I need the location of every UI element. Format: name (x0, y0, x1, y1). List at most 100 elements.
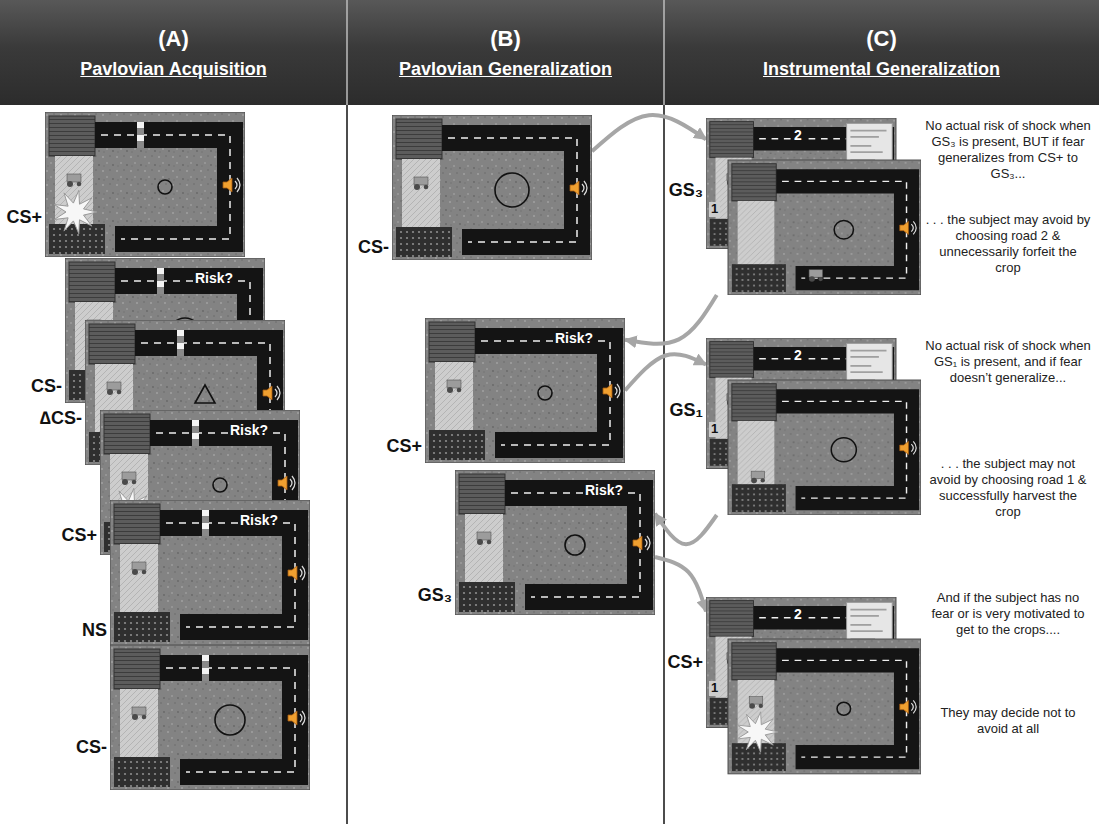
condition-label: GS₃ (418, 585, 452, 606)
tractor-icon (107, 382, 121, 395)
condition-label: NS (82, 620, 107, 641)
road-barrier (202, 530, 209, 537)
speaker-shape (223, 178, 232, 192)
sound-wave (615, 387, 617, 395)
sound-wave (645, 539, 647, 547)
tractor-wheel (477, 539, 483, 545)
column-title: Instrumental Generalization (763, 59, 1000, 80)
farm-path (435, 362, 473, 432)
sound-wave (302, 711, 305, 725)
annotation-note: . . . the subject may not avoid by choos… (925, 456, 1091, 519)
flow-arrow (592, 115, 706, 151)
condition-label: CS- (31, 376, 62, 397)
screen-illustration (706, 597, 921, 777)
crop-field (459, 582, 515, 612)
road-markings (782, 401, 906, 498)
road-barrier (177, 343, 184, 350)
farm-path (120, 544, 158, 614)
task-screen: CS+ (45, 112, 245, 257)
choice-line (850, 371, 882, 373)
sound-icon (603, 384, 620, 398)
sound-wave (647, 536, 650, 550)
screen-illustration (706, 338, 921, 515)
tractor-wheel (132, 714, 138, 720)
cue-circle (834, 220, 853, 239)
annotation-note: No actual risk of shock when GS₁ is pres… (925, 338, 1091, 386)
ground (425, 318, 625, 463)
farm-house (732, 643, 776, 680)
road-barrier (177, 330, 184, 337)
choice-line (850, 130, 886, 132)
farm-path (120, 689, 158, 759)
speaker-shape (603, 384, 612, 398)
farm-house (396, 119, 442, 159)
road-markings (166, 668, 295, 772)
choice-line (850, 136, 879, 138)
outcome-frame (728, 160, 921, 295)
task-screen: CS+Risk? (425, 318, 625, 463)
farm-house (89, 324, 135, 364)
speaker-shape (900, 700, 909, 713)
condition-label: GS₁ (670, 400, 703, 421)
tractor-body (749, 697, 763, 704)
tractor-body (477, 532, 491, 540)
screen-frame (110, 500, 310, 645)
cue-circle (158, 180, 172, 194)
tractor-icon (751, 471, 765, 483)
screen-illustration (110, 645, 310, 790)
speaker-shape (288, 711, 297, 725)
cue-circle (565, 535, 585, 555)
farm-path (738, 421, 775, 486)
annotation-note: They may decide not to avoid at all (925, 705, 1091, 737)
farm-house (710, 342, 754, 378)
column-title: Pavlovian Acquisition (80, 59, 266, 80)
screen-frame (392, 115, 592, 260)
tractor-wheel (77, 182, 82, 187)
outcome-frame (728, 639, 921, 774)
outcome-frame (728, 380, 921, 515)
road-number: 1 (709, 681, 720, 696)
farm-house (69, 262, 115, 302)
choice-line (850, 151, 882, 153)
choice-line (850, 356, 879, 358)
tractor-wheel (414, 184, 420, 190)
tractor-body (132, 707, 146, 715)
crop-field (114, 612, 170, 642)
road-barrier (137, 135, 144, 142)
flow-arrow (655, 557, 706, 611)
screen-frame (455, 470, 655, 615)
annotation-note: No actual risk of shock when GS₃ is pres… (925, 118, 1091, 181)
sound-wave (913, 441, 916, 454)
tractor-body (414, 177, 428, 185)
ground (728, 160, 921, 295)
speaker-shape (263, 386, 272, 400)
tractor-wheel (751, 478, 757, 484)
screen-illustration (392, 115, 592, 260)
tractor-wheel (809, 276, 815, 282)
sound-wave (292, 476, 295, 490)
road-barrier (202, 510, 209, 517)
task-screen: NSRisk? (110, 500, 310, 645)
sound-icon (900, 221, 916, 234)
flow-arrow (625, 295, 717, 344)
column-header: (C)Instrumental Generalization (664, 0, 1099, 105)
road (505, 480, 653, 610)
header-divider (663, 0, 665, 105)
risk-prompt: Risk? (193, 270, 235, 286)
ground (110, 645, 310, 790)
sound-icon (900, 441, 916, 454)
tractor-wheel (457, 388, 462, 393)
tractor-wheel (749, 703, 755, 709)
tractor-wheel (122, 479, 128, 485)
farm-house (710, 601, 754, 637)
cue-circle (831, 438, 856, 462)
road-barrier (177, 350, 184, 357)
condition-label: CS- (358, 237, 389, 258)
sound-wave (913, 700, 916, 713)
tractor-wheel (142, 570, 147, 575)
tractor-wheel (761, 478, 765, 482)
road-number: 2 (792, 606, 804, 622)
speaker-shape (900, 221, 909, 234)
